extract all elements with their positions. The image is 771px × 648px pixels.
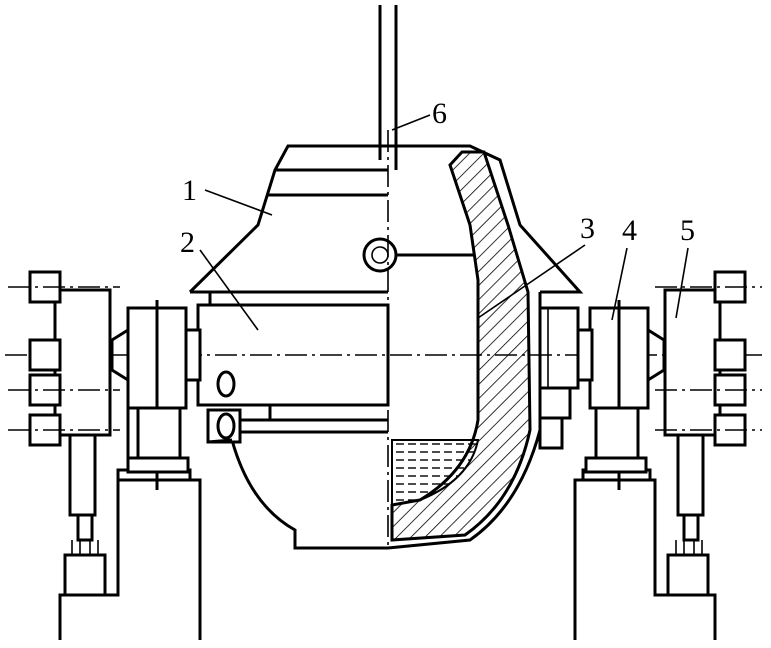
right-drive-unit	[655, 270, 762, 597]
right-bearing-housing	[576, 300, 666, 490]
oxygen-lance	[378, 5, 398, 170]
label-2: 2	[180, 226, 195, 259]
label-4: 4	[622, 214, 637, 247]
refractory-lining	[390, 150, 532, 542]
molten-bath	[391, 439, 480, 507]
label-1: 1	[182, 174, 197, 207]
converter-vessel-right-section	[387, 144, 584, 550]
leader-lines	[199, 114, 689, 331]
label-6: 6	[432, 97, 447, 130]
left-drive-unit	[8, 270, 120, 597]
label-5: 5	[680, 214, 695, 247]
left-bearing-housing	[110, 300, 202, 490]
label-3: 3	[580, 212, 595, 245]
trunnion-ring	[196, 303, 390, 444]
